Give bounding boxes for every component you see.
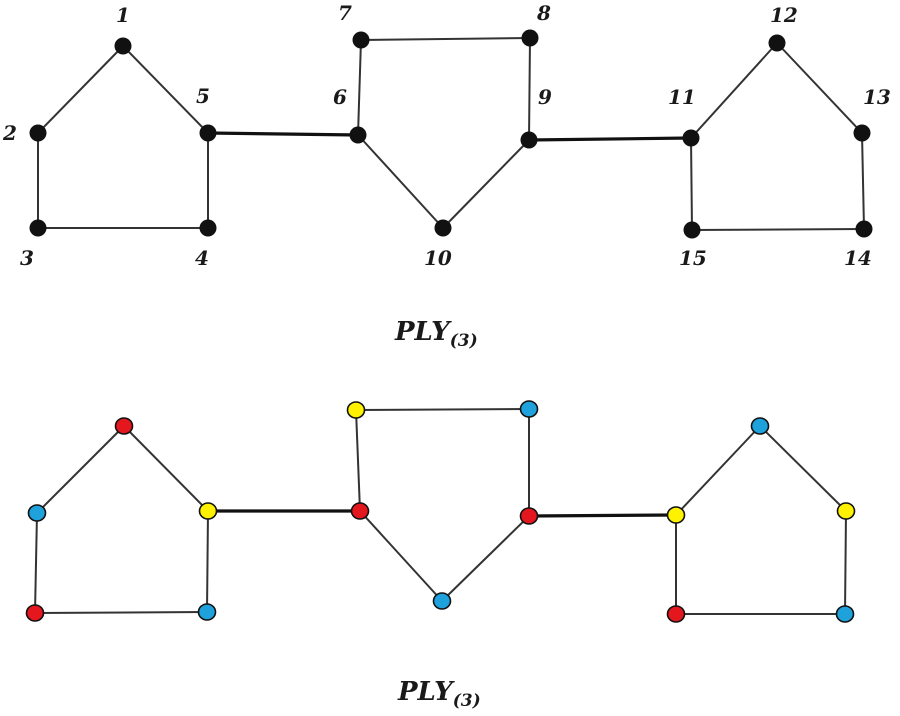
- top-edge-8-9: [528, 37, 531, 141]
- bottom-edge-9-11: [528, 513, 677, 518]
- top-vertex-label-7: 7: [338, 1, 352, 25]
- top-edge-11-12: [690, 42, 778, 139]
- top-edge-14-15: [691, 228, 865, 231]
- top-vertex-6: [349, 126, 367, 144]
- bottom-vertex-13-yellow: [836, 502, 856, 520]
- bottom-vertex-15-red: [666, 605, 686, 623]
- bottom-vertex-7-yellow: [346, 401, 366, 419]
- bottom-edge-4-5: [206, 510, 209, 613]
- top-edge-9-10: [442, 139, 530, 229]
- bottom-vertices: [25, 400, 856, 623]
- bottom-vertex-11-yellow: [666, 506, 686, 524]
- bottom-edge-9-10: [441, 515, 530, 602]
- top-edges: [37, 37, 865, 231]
- top-vertex-13: [853, 124, 871, 142]
- top-vertex-4: [199, 219, 217, 237]
- top-vertex-label-13: 13: [863, 85, 891, 109]
- top-edge-1-2: [37, 45, 124, 134]
- top-edge-13-14: [861, 132, 865, 230]
- top-vertex-14: [855, 220, 873, 238]
- bottom-edge-10-6: [359, 510, 443, 602]
- top-vertex-11: [682, 129, 700, 147]
- top-vertex-9: [520, 131, 538, 149]
- bottom-edge-3-4: [34, 611, 208, 614]
- top-vertex-label-15: 15: [679, 246, 707, 270]
- top-vertex-10: [434, 219, 452, 237]
- top-vertex-1: [114, 37, 132, 55]
- bottom-graph: [25, 400, 856, 623]
- bottom-vertex-4-blue: [197, 603, 217, 621]
- top-vertex-label-5: 5: [196, 84, 210, 108]
- bottom-vertex-12-blue: [750, 417, 770, 435]
- bottom-edge-12-13: [759, 425, 847, 512]
- bottom-edge-1-2: [36, 425, 125, 514]
- top-edge-7-8: [360, 37, 531, 41]
- bottom-vertex-6-red: [350, 502, 370, 520]
- bottom-edge-6-7: [355, 409, 361, 512]
- bottom-edges: [34, 408, 847, 615]
- top-vertex-label-8: 8: [536, 1, 551, 25]
- bottom-vertex-2-blue: [27, 504, 47, 522]
- top-vertex-label-6: 6: [333, 85, 347, 109]
- bottom-vertex-9-red: [519, 507, 539, 525]
- top-vertex-8: [521, 29, 539, 47]
- top-edge-6-7: [357, 39, 362, 136]
- bottom-edge-7-8: [355, 408, 530, 411]
- top-edge-5-1: [122, 45, 209, 134]
- top-edge-5-6: [207, 131, 359, 137]
- bottom-vertex-5-yellow: [198, 502, 218, 520]
- top-vertex-7: [352, 31, 370, 49]
- top-caption: PLY(3): [394, 317, 478, 351]
- top-vertex-label-12: 12: [770, 3, 798, 27]
- top-vertex-2: [29, 124, 47, 142]
- top-vertex-label-1: 1: [116, 3, 130, 27]
- top-vertex-label-10: 10: [424, 246, 452, 270]
- bottom-edge-13-14: [844, 510, 847, 615]
- bottom-edge-11-12: [675, 425, 761, 516]
- bottom-edge-2-3: [34, 512, 38, 614]
- bottom-edge-5-1: [123, 425, 209, 512]
- top-vertex-12: [768, 34, 786, 52]
- top-edge-12-13: [776, 42, 863, 134]
- bottom-vertex-1-red: [114, 417, 134, 435]
- bottom-vertex-14-blue: [835, 605, 855, 623]
- top-vertex-label-3: 3: [20, 246, 34, 270]
- bottom-vertex-10-blue: [432, 592, 452, 610]
- bottom-caption: PLY(3): [397, 677, 481, 711]
- top-vertex-5: [199, 124, 217, 142]
- top-vertex-label-2: 2: [2, 121, 17, 145]
- top-vertex-label-11: 11: [668, 85, 696, 109]
- top-vertex-label-4: 4: [195, 246, 209, 270]
- top-edge-9-11: [528, 136, 692, 142]
- top-vertices: [29, 29, 873, 239]
- top-vertex-3: [29, 219, 47, 237]
- top-vertex-label-14: 14: [844, 246, 872, 270]
- top-edge-15-11: [690, 137, 693, 231]
- top-edge-10-6: [357, 134, 444, 229]
- bottom-vertex-3-red: [25, 604, 45, 622]
- top-vertex-15: [683, 221, 701, 239]
- top-vertex-label-9: 9: [538, 85, 552, 109]
- bottom-vertex-8-blue: [519, 400, 539, 418]
